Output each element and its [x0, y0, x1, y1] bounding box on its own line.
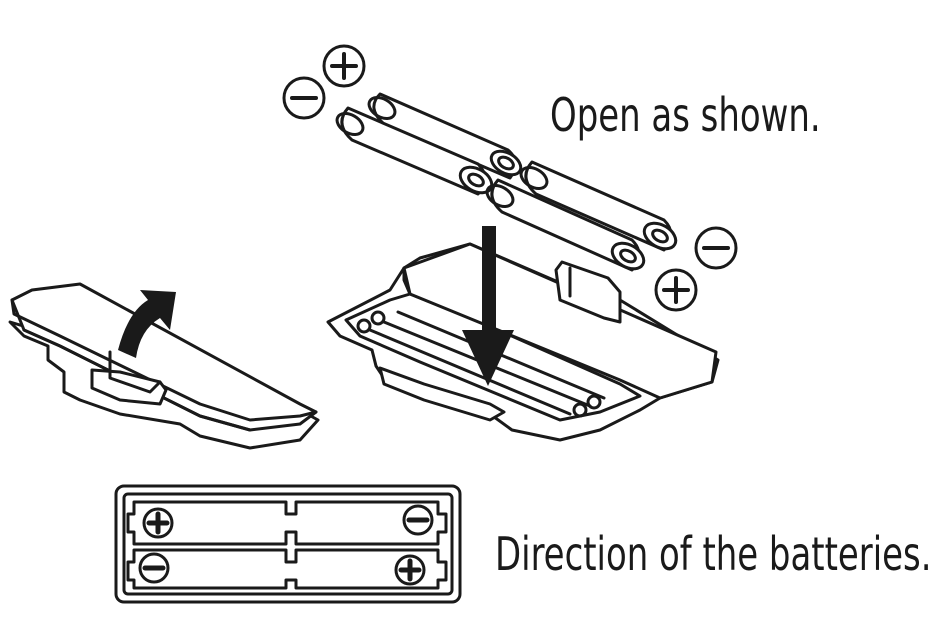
aa-battery	[367, 92, 523, 180]
plus-icon	[322, 44, 366, 88]
aa-battery	[335, 106, 494, 196]
closed-battery-case	[8, 282, 320, 450]
plus-icon	[654, 268, 698, 312]
lift-arrow-icon	[118, 290, 176, 358]
battery-direction-schematic	[114, 484, 462, 604]
plus-icon	[394, 554, 426, 586]
caption-open-as-shown: Open as shown.	[550, 88, 821, 142]
aa-battery	[485, 178, 646, 272]
open-battery-case	[326, 242, 720, 442]
minus-icon	[402, 504, 434, 536]
plus-icon	[142, 507, 174, 539]
minus-icon	[694, 226, 738, 270]
caption-battery-direction: Direction of the batteries.	[495, 527, 932, 581]
aa-battery	[519, 160, 678, 252]
minus-icon	[282, 76, 326, 120]
minus-icon	[138, 552, 170, 584]
insert-arrow-icon	[462, 226, 514, 386]
